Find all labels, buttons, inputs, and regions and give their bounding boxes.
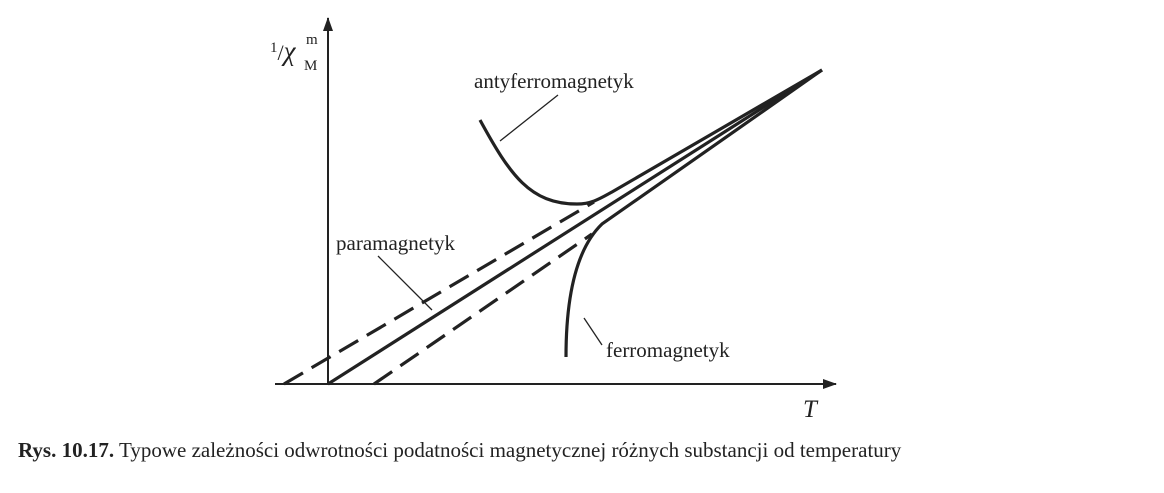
susceptibility-diagram: 1/χ m M T antyferromagnetyk paramagnetyk… (270, 17, 837, 420)
ferromagnet-dashed-line (373, 232, 593, 386)
antiferromagnet-dashed-line (283, 200, 595, 386)
y-axis-label-superscript: m (306, 32, 318, 48)
figure-caption: Rys. 10.17. Typowe zależności odwrotnośc… (18, 436, 1148, 464)
paramagnet-line (327, 68, 823, 386)
antiferromagnet-label: antyferromagnetyk (474, 69, 634, 93)
caption-text: Typowe zależności odwrotności podatności… (118, 438, 902, 462)
x-axis-label: T (803, 396, 819, 420)
y-axis-label-symbol: χ (281, 36, 297, 66)
paramagnet-leader (377, 255, 433, 311)
antiferromagnet-curve (478, 68, 823, 206)
caption-label: Rys. 10.17. (18, 438, 115, 462)
y-axis-label-slash: / (278, 40, 285, 65)
y-axis-label-subscript: M (304, 58, 317, 74)
y-axis-label: 1/χ (270, 36, 297, 66)
ferromagnet-label: ferromagnetyk (606, 338, 730, 362)
y-axis-label-numerator: 1 (270, 40, 278, 56)
paramagnet-label: paramagnetyk (336, 231, 455, 255)
ferromagnet-curve (564, 68, 823, 358)
ferromagnet-leader (583, 317, 603, 346)
antiferromagnet-leader (499, 94, 559, 142)
